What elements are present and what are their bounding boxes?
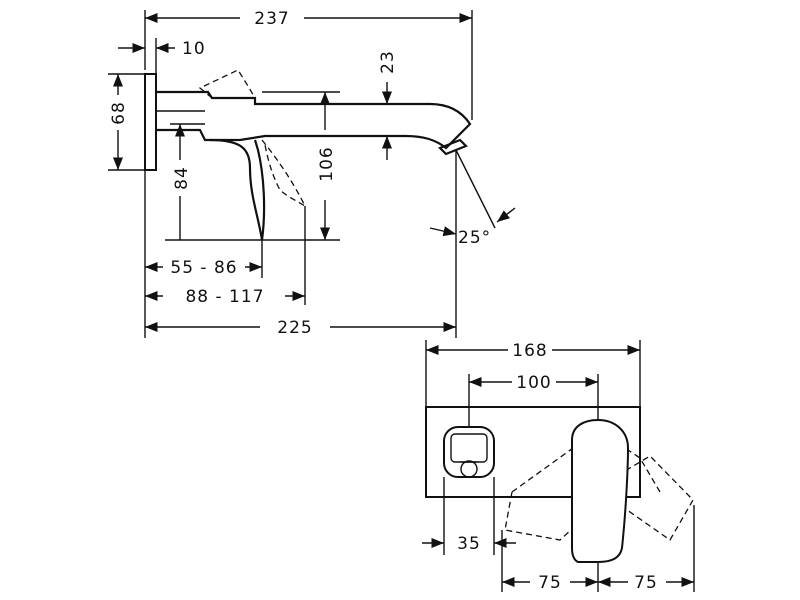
dim-lever-total: 106	[317, 146, 337, 181]
wall-plate-outline	[144, 73, 157, 171]
dim-swing-left: 75	[538, 573, 562, 593]
dim-lever-range-long: 88 - 117	[185, 287, 264, 307]
angle-line	[455, 149, 496, 229]
dim-angle: 25°	[458, 228, 491, 248]
dim-center-distance: 100	[516, 373, 551, 393]
dim-overall-length: 237	[254, 9, 289, 29]
dim-line	[429, 226, 457, 237]
dim-plate-height: 68	[109, 101, 129, 125]
side-view: 237 10 68 23 84 106 25°	[108, 9, 516, 338]
aerator-icon	[460, 460, 478, 478]
lever-front-outline	[571, 418, 630, 563]
front-view: 168 100 35 75 75	[422, 340, 695, 593]
lever-outline	[209, 138, 266, 241]
dim-lever-range-short: 55 - 86	[170, 258, 237, 278]
dim-swing-right: 75	[634, 573, 658, 593]
spout-outline	[156, 90, 472, 150]
aerator-outline	[438, 138, 468, 156]
lever-swung-down-outline	[261, 139, 307, 208]
dim-aerator-offset: 35	[457, 534, 481, 554]
dim-line	[496, 207, 516, 223]
dim-wall-plate: 10	[182, 39, 206, 59]
dim-outlet-reach: 225	[277, 318, 312, 338]
dim-plate-width: 168	[512, 341, 547, 361]
dim-spout-height: 23	[378, 50, 398, 74]
dim-label-bg	[172, 160, 190, 196]
dim-lever-drop: 84	[172, 166, 192, 190]
lever-swung-outline	[198, 69, 256, 99]
